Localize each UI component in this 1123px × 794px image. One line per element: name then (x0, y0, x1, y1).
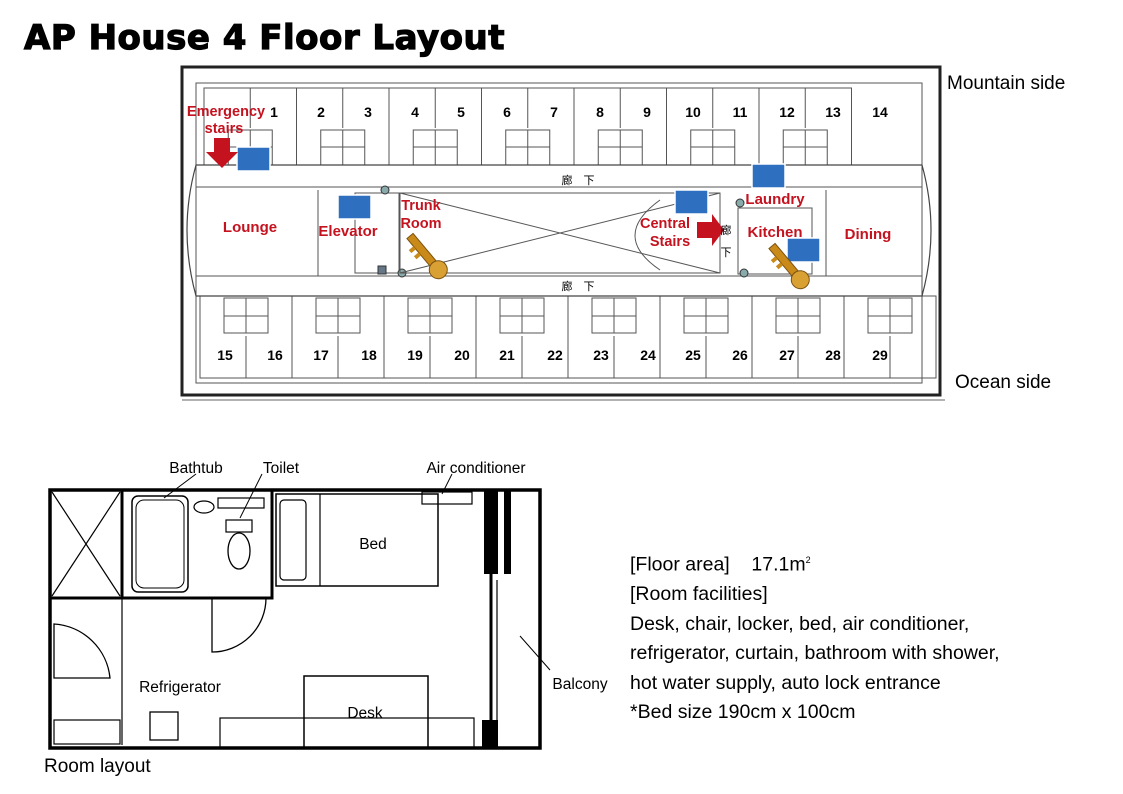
balcony-label: Balcony (552, 676, 607, 693)
trunk-room-label-2: Room (400, 216, 441, 232)
corridor-label-top: 廊 下 (562, 173, 595, 187)
emergency-stairs-label-2: stairs (205, 121, 244, 137)
bed-size-note: *Bed size 190cm x 100cm (630, 701, 856, 723)
room-number: 18 (361, 347, 377, 363)
page-title: AP House 4 Floor Layout (23, 17, 505, 58)
emergency-stairs-label: Emergency (187, 104, 265, 120)
room-number: 19 (407, 347, 423, 363)
toilet-tank (225, 519, 253, 533)
corridor-side-label: 廊 (721, 223, 732, 237)
central-stairs-label: Central (640, 216, 690, 232)
room-number: 6 (503, 104, 511, 120)
facilities-line-2: refrigerator, curtain, bathroom with sho… (630, 642, 1000, 664)
room-number: 7 (550, 104, 558, 120)
room-number: 9 (643, 104, 651, 120)
lounge-label: Lounge (223, 219, 277, 236)
building-icon (751, 163, 786, 189)
floor-inner-frame (195, 82, 923, 384)
floor-outer-frame (180, 65, 942, 397)
floor-area-value: 17.1m (751, 553, 806, 576)
elevator-label: Elevator (318, 223, 377, 240)
trunk-room-label: Trunk (401, 198, 441, 214)
key-icon (406, 232, 448, 280)
corridor-label-bottom: 廊 下 (562, 279, 595, 293)
toilet-bowl (227, 532, 251, 570)
air-conditioner (421, 491, 473, 505)
room-number: 11 (733, 104, 748, 120)
room-info: [Floor area] 17.1m2 [Room facilities] De… (630, 546, 1000, 728)
building-icon (786, 237, 821, 263)
floor-area-sup: 2 (805, 555, 811, 565)
room-number: 4 (411, 104, 419, 120)
room-number: 22 (547, 347, 563, 363)
arrow-down-icon (206, 138, 238, 168)
room-layout-caption: Room layout (44, 756, 151, 777)
room-number: 21 (499, 347, 515, 363)
bed-label: Bed (359, 536, 387, 553)
room-number: 23 (593, 347, 609, 363)
room-number: 12 (779, 104, 795, 120)
bathtub-label: Bathtub (169, 460, 222, 477)
arrow-right-icon (697, 214, 724, 246)
kitchen-label: Kitchen (747, 224, 802, 241)
toilet-label: Toilet (263, 460, 300, 477)
room-number: 25 (685, 347, 701, 363)
floor-area-line: [Floor area] 17.1m2 (630, 546, 1000, 580)
central-stairs-label-2: Stairs (650, 234, 690, 250)
bathtub (131, 495, 189, 593)
room-number: 13 (825, 104, 841, 120)
bottom-room-row: 15 16 17 18 19 20 21 22 23 24 25 26 27 28 29 (199, 295, 937, 379)
room-number: 17 (313, 347, 329, 363)
aircon-label: Air conditioner (426, 460, 525, 477)
building-icon (674, 189, 709, 215)
pillow (279, 499, 307, 581)
refrigerator-label: Refrigerator (139, 679, 221, 696)
sink (193, 500, 215, 514)
desk-label: Desk (347, 705, 383, 722)
room-number: 14 (872, 104, 888, 120)
facilities-label: [Room facilities] (630, 583, 768, 605)
dining-label: Dining (845, 226, 892, 243)
room-number: 10 (685, 104, 701, 120)
mountain-side-label: Mountain side (947, 73, 1066, 94)
room-number: 2 (317, 104, 325, 120)
room-number: 24 (640, 347, 656, 363)
room-number: 5 (457, 104, 465, 120)
room-number: 1 (270, 104, 278, 120)
key-icon (768, 242, 810, 290)
building-icon (337, 194, 372, 220)
room-number: 8 (596, 104, 604, 120)
corridor-side-label-2: 下 (721, 247, 732, 259)
room-number: 29 (872, 347, 888, 363)
room-number: 16 (267, 347, 283, 363)
room-number: 20 (454, 347, 470, 363)
room-number: 26 (732, 347, 748, 363)
room-number: 27 (779, 347, 795, 363)
bed (275, 493, 439, 587)
corridor-outline (186, 164, 932, 297)
facilities-line-3: hot water supply, auto lock entrance (630, 671, 941, 694)
facilities-line-1: Desk, chair, locker, bed, air conditione… (630, 612, 970, 635)
building-icon (236, 146, 271, 172)
room-number: 15 (217, 347, 233, 363)
room-number: 28 (825, 347, 841, 363)
laundry-label: Laundry (745, 191, 805, 208)
room-number: 3 (364, 104, 372, 120)
floor-area-label: [Floor area] (630, 553, 730, 576)
refrigerator (149, 711, 179, 741)
ocean-side-label: Ocean side (955, 372, 1052, 393)
